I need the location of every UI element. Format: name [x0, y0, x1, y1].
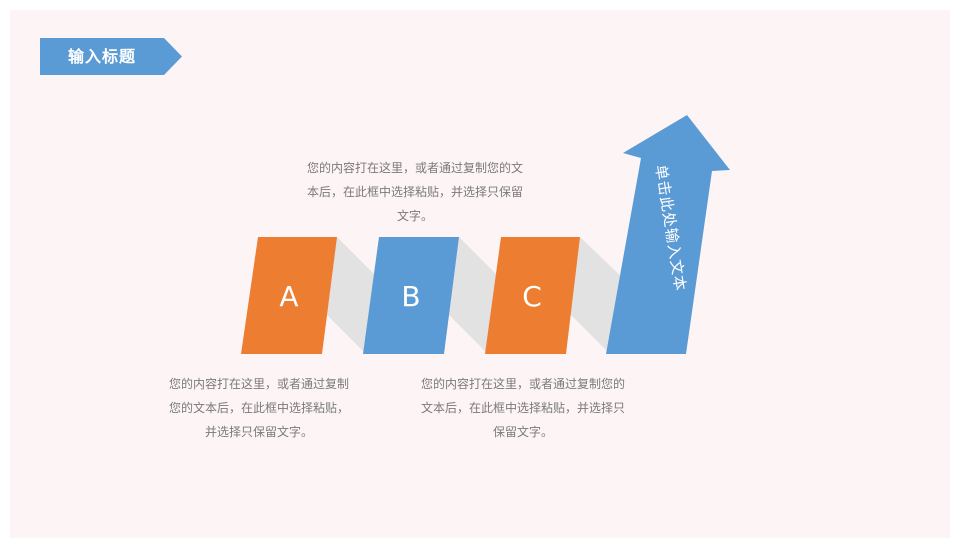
block-b[interactable] — [363, 237, 459, 354]
block-a[interactable] — [241, 237, 337, 354]
description-bottom-right[interactable]: 您的内容打在这里，或者通过复制您的文本后，在此框中选择粘贴，并选择只保留文字。 — [420, 377, 625, 439]
description-top[interactable]: 您的内容打在这里，或者通过复制您的文本后，在此框中选择粘贴，并选择只保留文字。 — [306, 161, 523, 223]
slide-title[interactable]: 输入标题 — [67, 47, 136, 66]
description-bottom-left[interactable]: 您的内容打在这里，或者通过复制您的文本后，在此框中选择粘贴，并选择只保留文字。 — [168, 377, 349, 439]
block-b-letter: B — [401, 280, 420, 313]
block-a-letter: A — [279, 280, 298, 313]
title-banner[interactable]: 输入标题 — [40, 38, 182, 75]
rising-arrow[interactable] — [606, 115, 730, 354]
title-banner-shape — [40, 38, 182, 75]
block-c[interactable] — [485, 237, 580, 354]
block-c-letter: C — [522, 280, 542, 313]
